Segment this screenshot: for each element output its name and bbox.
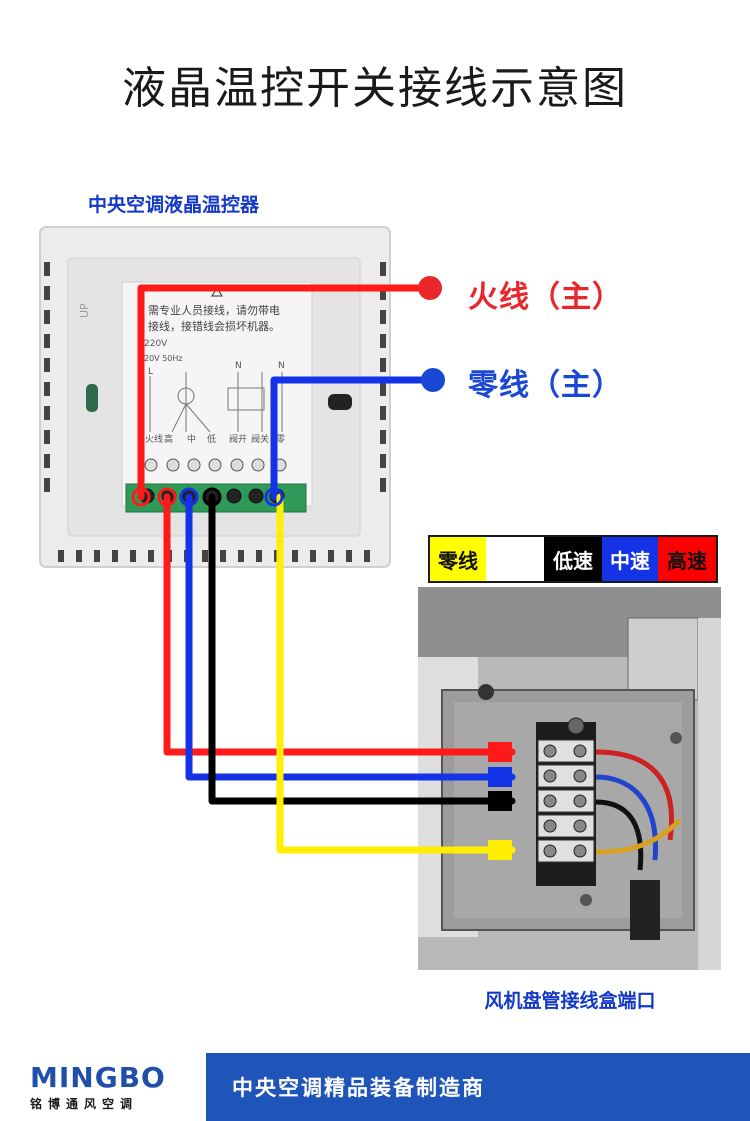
voltage-label: 220V xyxy=(144,339,168,349)
terminal-label-high: 高 xyxy=(164,433,173,445)
legend-neutral: 零线 xyxy=(430,537,486,581)
thermostat-vents-left xyxy=(44,262,50,492)
freq-label: 20V 50Hz xyxy=(144,354,183,363)
l-label: L xyxy=(148,367,153,377)
terminal-dots xyxy=(131,276,445,507)
thermostat-vents-right xyxy=(380,262,386,492)
junction-screws xyxy=(543,744,587,858)
wire-color-legend: 零线 低速 中速 高速 xyxy=(428,535,718,583)
footer-slogan: 中央空调精品装备制造商 xyxy=(232,1076,485,1100)
footer-bar: 中央空调精品装备制造商 xyxy=(206,1053,750,1121)
terminal-label-live: 火线 xyxy=(145,433,163,445)
wire-neutral-main xyxy=(270,376,436,501)
fan-coil-caption: 风机盘管接线盒端口 xyxy=(484,990,656,1012)
connector-high xyxy=(488,742,512,762)
n-label-1: N xyxy=(235,361,242,371)
neutral-main-dot xyxy=(421,368,445,392)
neutral-main-label: 零线（主） xyxy=(468,368,623,403)
wire-mid-speed xyxy=(185,493,516,781)
page-title: 液晶温控开关接线示意图 xyxy=(122,63,628,114)
warning-line1: 需专业人员接线，请勿带电 xyxy=(148,303,280,317)
terminal-label-valve-open: 阀开 xyxy=(229,434,247,445)
legend-high-speed: 高速 xyxy=(658,537,716,581)
terminal-label-low: 低 xyxy=(207,433,216,445)
wires xyxy=(137,284,516,860)
wire-neutral-fan xyxy=(276,493,516,854)
terminal-label-mid: 中 xyxy=(187,433,196,445)
wire-live-main xyxy=(137,284,434,501)
live-main-dot xyxy=(418,276,442,300)
thermostat-caption: 中央空调液晶温控器 xyxy=(88,194,260,216)
connector-neutral xyxy=(488,840,512,860)
warning-line2: 接线，接错线会损坏机器。 xyxy=(148,319,280,333)
thermostat-up-text: UP xyxy=(78,303,91,318)
legend-blank xyxy=(486,537,544,581)
terminal-label-valve-close: 阀关 xyxy=(251,433,269,445)
connector-low xyxy=(488,791,512,811)
legend-low-speed: 低速 xyxy=(544,537,602,581)
connector-mid xyxy=(488,767,512,787)
n-label-2: N xyxy=(278,361,285,371)
brand-logo: MINGBO 铭博通风空调 xyxy=(30,1063,180,1112)
logo-subtitle: 铭博通风空调 xyxy=(30,1097,139,1111)
wire-high-speed xyxy=(163,493,516,756)
terminal-label-neutral: 零 xyxy=(276,434,285,445)
wire-low-speed xyxy=(208,493,516,805)
live-main-label: 火线（主） xyxy=(468,280,623,315)
logo-text: MINGBO xyxy=(30,1061,166,1094)
legend-mid-speed: 中速 xyxy=(602,537,658,581)
